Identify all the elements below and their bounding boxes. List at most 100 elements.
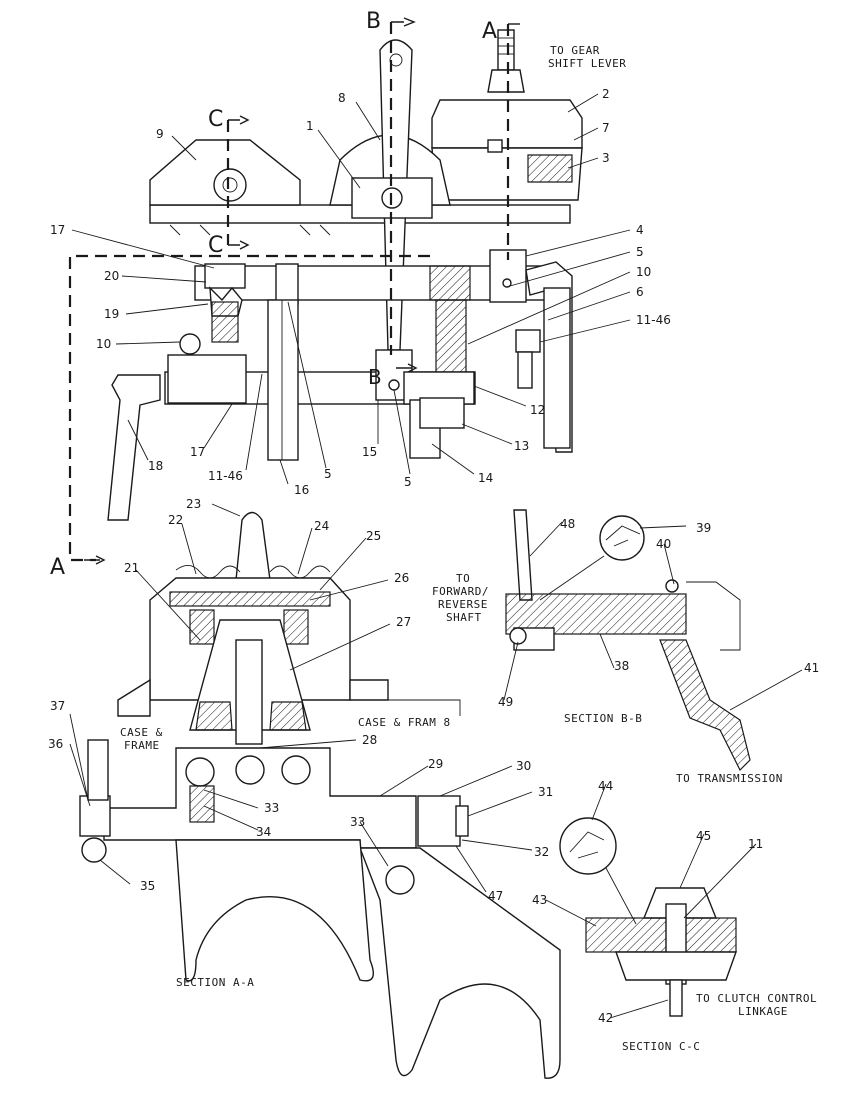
callout-6: 6	[636, 285, 644, 299]
callout-12: 12	[530, 403, 545, 417]
caption-to-transmission: TO TRANSMISSION	[676, 772, 783, 785]
callout-13: 13	[514, 439, 529, 453]
section-mark-b-top: B	[366, 9, 381, 34]
callout-37: 37	[50, 699, 65, 713]
section-mark-b-mid: B	[368, 365, 382, 389]
caption-to-gear-2: SHIFT LEVER	[548, 57, 626, 70]
callout-11-46-left: 11-46	[208, 469, 243, 483]
boss-30-32	[417, 795, 461, 847]
section-mark-a-top: A	[482, 19, 497, 44]
lever-handle-18	[107, 374, 161, 521]
callout-31: 31	[538, 785, 553, 799]
caption-case-frame-left-1: CASE &	[120, 726, 163, 739]
callout-8: 8	[338, 91, 346, 105]
callout-33-left: 33	[264, 801, 279, 815]
bracket-left	[167, 354, 247, 404]
detail-39	[599, 515, 645, 561]
top-assembly	[107, 29, 583, 521]
callout-4: 4	[636, 223, 644, 237]
shift-fork-middle	[267, 263, 299, 461]
caption-to-clutch-2: LINKAGE	[738, 1005, 788, 1018]
callout-41: 41	[804, 661, 819, 675]
lever-48	[513, 509, 533, 601]
callout-49: 49	[498, 695, 513, 709]
section-marks: B A C C B A	[50, 9, 497, 580]
callout-48: 48	[560, 517, 575, 531]
callout-10-left: 10	[96, 337, 111, 351]
callout-5-right: 5	[636, 245, 644, 259]
callout-43: 43	[532, 893, 547, 907]
callout-29: 29	[428, 757, 443, 771]
callout-34: 34	[256, 825, 271, 839]
clamp-35	[79, 795, 111, 837]
callout-9: 9	[156, 127, 164, 141]
section-mark-c-mid: C	[208, 233, 223, 258]
callout-39: 39	[696, 521, 711, 535]
caption-section-cc: SECTION C-C	[622, 1040, 700, 1053]
detent-assembly	[204, 263, 246, 343]
callout-11-46-right: 11-46	[636, 313, 671, 327]
bolt-10-left	[179, 333, 201, 355]
callout-42: 42	[598, 1011, 613, 1025]
callout-2: 2	[602, 87, 610, 101]
section-mark-c-top: C	[208, 107, 223, 132]
right-linkage	[489, 249, 573, 453]
caption-to-forward-2: FORWARD/	[432, 585, 489, 598]
callout-36: 36	[48, 737, 63, 751]
callout-27: 27	[396, 615, 411, 629]
callout-11: 11	[748, 837, 763, 851]
callout-24: 24	[314, 519, 329, 533]
callout-19: 19	[104, 307, 119, 321]
callout-26: 26	[394, 571, 409, 585]
caption-to-forward-1: TO	[456, 572, 470, 585]
section-bb-assembly	[505, 509, 751, 772]
callout-16: 16	[294, 483, 309, 497]
callout-45: 45	[696, 829, 711, 843]
callout-numbers: 2 7 3 8 1 9 17 20 19 10 18 17 11-46 16 5…	[48, 87, 819, 1025]
callout-47: 47	[488, 889, 503, 903]
captions: TO GEAR SHIFT LEVER TO FORWARD/ REVERSE …	[120, 44, 817, 1053]
callout-33-right: 33	[350, 815, 365, 829]
section-cut-lines	[68, 17, 520, 565]
shift-lever-stem	[487, 29, 525, 93]
callout-17-top: 17	[50, 223, 65, 237]
callout-10-right: 10	[636, 265, 651, 279]
callout-5-left: 5	[324, 467, 332, 481]
callout-22: 22	[168, 513, 183, 527]
callout-44: 44	[598, 779, 613, 793]
caption-to-clutch-1: TO CLUTCH CONTROL	[696, 992, 817, 1005]
callout-7: 7	[602, 121, 610, 135]
caption-to-forward-3: REVERSE	[438, 598, 488, 611]
cross-pin-26	[169, 591, 331, 607]
callout-14: 14	[478, 471, 493, 485]
detail-44	[559, 817, 617, 875]
section-cc-assembly	[559, 817, 737, 1017]
callout-20: 20	[104, 269, 119, 283]
callout-18: 18	[148, 459, 163, 473]
callout-21: 21	[124, 561, 139, 575]
leader-lines	[69, 93, 803, 1019]
clutch-lever-43	[585, 917, 737, 953]
shift-fork-47	[358, 847, 561, 1079]
callout-25: 25	[366, 529, 381, 543]
section-aa-assembly	[79, 511, 561, 1079]
caption-to-gear-1: TO GEAR	[550, 44, 600, 57]
caption-section-aa: SECTION A-A	[176, 976, 254, 989]
section-mark-a-left: A	[50, 555, 65, 580]
callout-17-bottom: 17	[190, 445, 205, 459]
callout-28: 28	[362, 733, 377, 747]
callout-35: 35	[140, 879, 155, 893]
callout-15: 15	[362, 445, 377, 459]
shift-fork-left	[175, 839, 374, 982]
caption-to-forward-4: SHAFT	[446, 611, 482, 624]
callout-30: 30	[516, 759, 531, 773]
callout-5-mid: 5	[404, 475, 412, 489]
linkage-41	[659, 639, 751, 772]
caption-section-bb: SECTION B-B	[564, 712, 642, 725]
callout-3: 3	[602, 151, 610, 165]
caption-case-frame-right: CASE & FRAM 8	[358, 716, 451, 729]
callout-40: 40	[656, 537, 671, 551]
callout-38: 38	[614, 659, 629, 673]
callout-32: 32	[534, 845, 549, 859]
